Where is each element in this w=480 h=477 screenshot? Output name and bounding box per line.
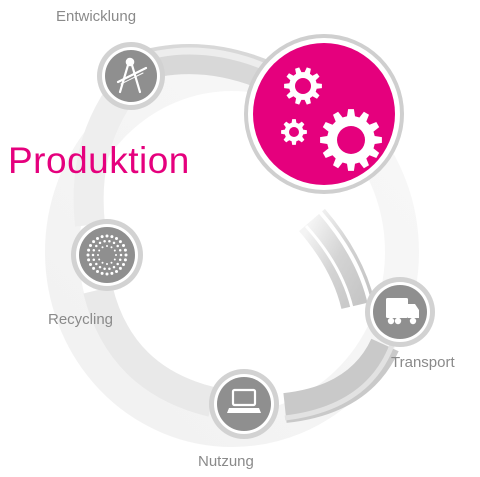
recycling-dots-icon	[86, 234, 128, 276]
recycling-node[interactable]	[71, 219, 143, 291]
gears-icon	[281, 67, 382, 171]
nutzung-label: Nutzung	[198, 453, 254, 470]
transport-label: Transport	[391, 354, 455, 371]
produktion-node[interactable]	[244, 34, 404, 194]
compass-ruler-icon	[116, 57, 148, 94]
nutzung-node[interactable]	[209, 369, 279, 439]
entwicklung-node[interactable]	[97, 42, 165, 110]
produktion-label: Produktion	[8, 140, 190, 181]
truck-icon	[386, 298, 419, 325]
recycling-label: Recycling	[48, 311, 114, 328]
entwicklung-label: Entwicklung	[56, 8, 137, 25]
laptop-icon	[227, 388, 261, 413]
transport-node[interactable]	[365, 277, 435, 347]
